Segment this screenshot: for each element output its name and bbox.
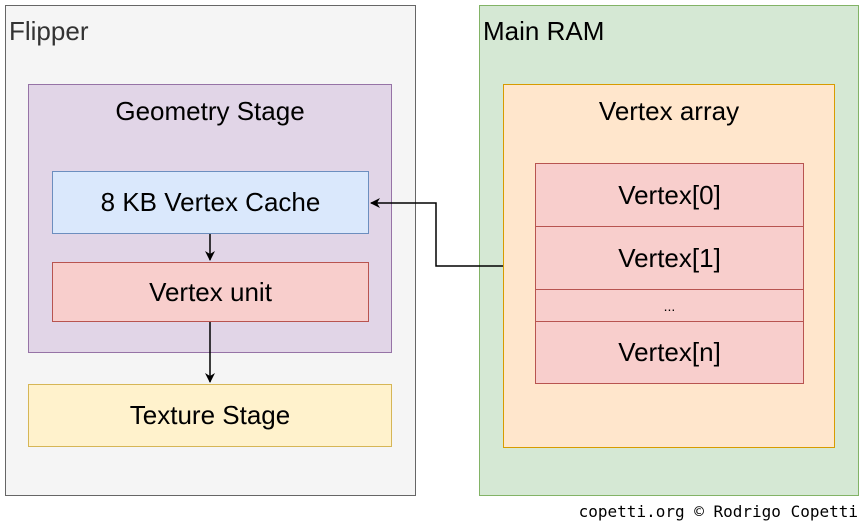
texture-stage-block: Texture Stage <box>28 384 392 447</box>
vertex-cache-block: 8 KB Vertex Cache <box>52 171 369 234</box>
arrow-array-to-cache <box>370 198 503 267</box>
geometry-stage-title: Geometry Stage <box>115 95 305 126</box>
main-ram-title: Main RAM <box>483 16 605 46</box>
vertex-entry-ellipsis: ... <box>535 289 804 322</box>
flipper-title: Flipper <box>9 16 89 46</box>
vertex-array-title: Vertex array <box>598 95 740 126</box>
vertex-entry-n: Vertex[n] <box>535 321 804 384</box>
credit-text: copetti.org © Rodrigo Copetti <box>578 502 858 521</box>
vertex-unit-block: Vertex unit <box>52 262 369 322</box>
vertex-entry-0: Vertex[0] <box>535 163 804 227</box>
vertex-entry-1: Vertex[1] <box>535 226 804 290</box>
